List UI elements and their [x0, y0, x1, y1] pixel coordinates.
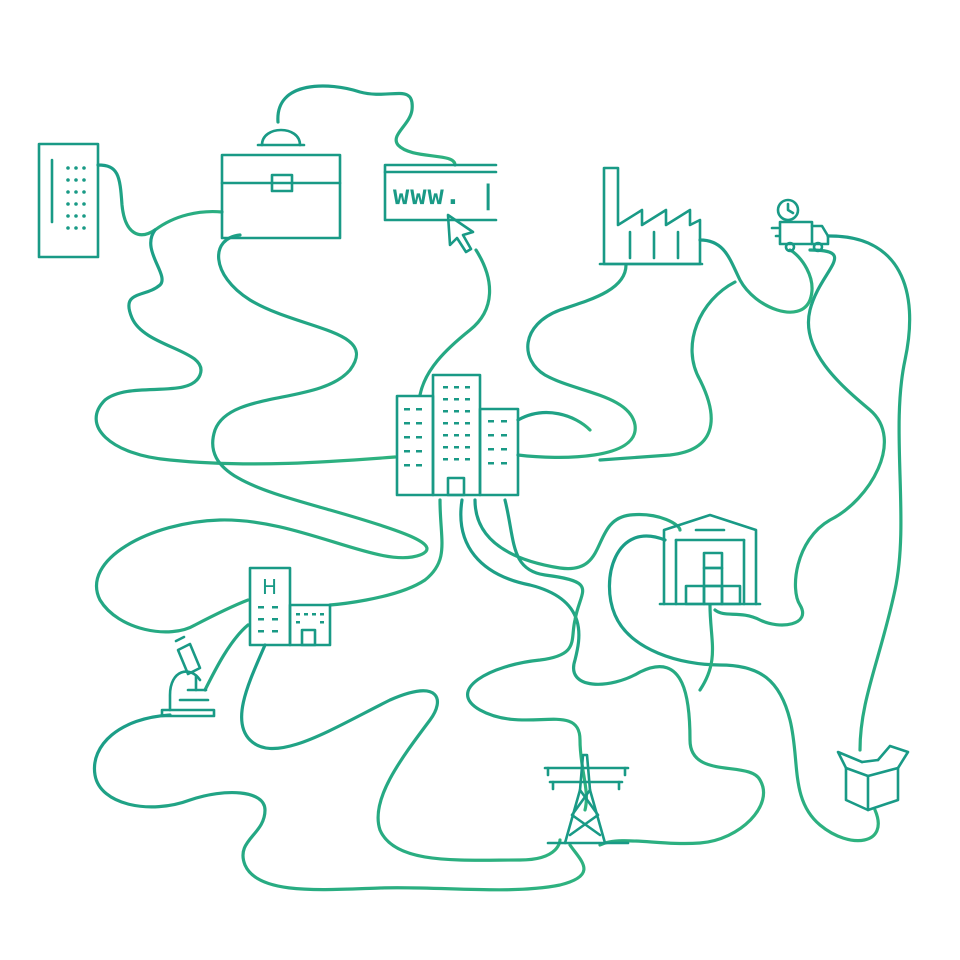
connection-line: [516, 411, 592, 432]
connection-line: [95, 233, 429, 634]
delivery-truck-icon: [770, 198, 830, 253]
briefcase-icon: [220, 128, 342, 240]
connection-line: [698, 238, 814, 314]
factory-icon: [598, 166, 704, 266]
connection-line: [96, 163, 224, 237]
connection-line: [713, 248, 886, 627]
connection-line: [276, 84, 457, 167]
url-cursor-bar: |: [480, 180, 497, 211]
connection-line: [92, 713, 586, 892]
browser-url-bar-icon: www. |: [383, 163, 498, 222]
office-buildings-icon: [395, 373, 520, 497]
connection-line: [598, 280, 737, 462]
mouse-cursor-icon: [446, 213, 475, 254]
hospital-sign-letter: H: [262, 575, 277, 599]
connection-line: [466, 498, 588, 812]
connection-line: [328, 498, 444, 607]
connection-lines: [92, 84, 912, 892]
connection-line: [698, 603, 715, 692]
warehouse-icon: [658, 513, 762, 606]
microscope-icon: [160, 635, 216, 718]
url-text: www.: [393, 180, 462, 211]
connection-line: [516, 263, 637, 459]
connection-line: [607, 534, 880, 843]
connection-line: [94, 228, 397, 466]
open-box-icon: [836, 744, 910, 812]
connection-line: [418, 248, 492, 397]
connection-line: [240, 643, 562, 862]
connection-line: [459, 498, 766, 847]
hospital-icon: H: [248, 566, 332, 647]
connection-line: [826, 234, 912, 752]
power-pylon-icon: [543, 753, 630, 845]
connection-line: [473, 498, 682, 571]
keyboard-icon: [37, 142, 100, 259]
connection-line: [203, 623, 250, 692]
